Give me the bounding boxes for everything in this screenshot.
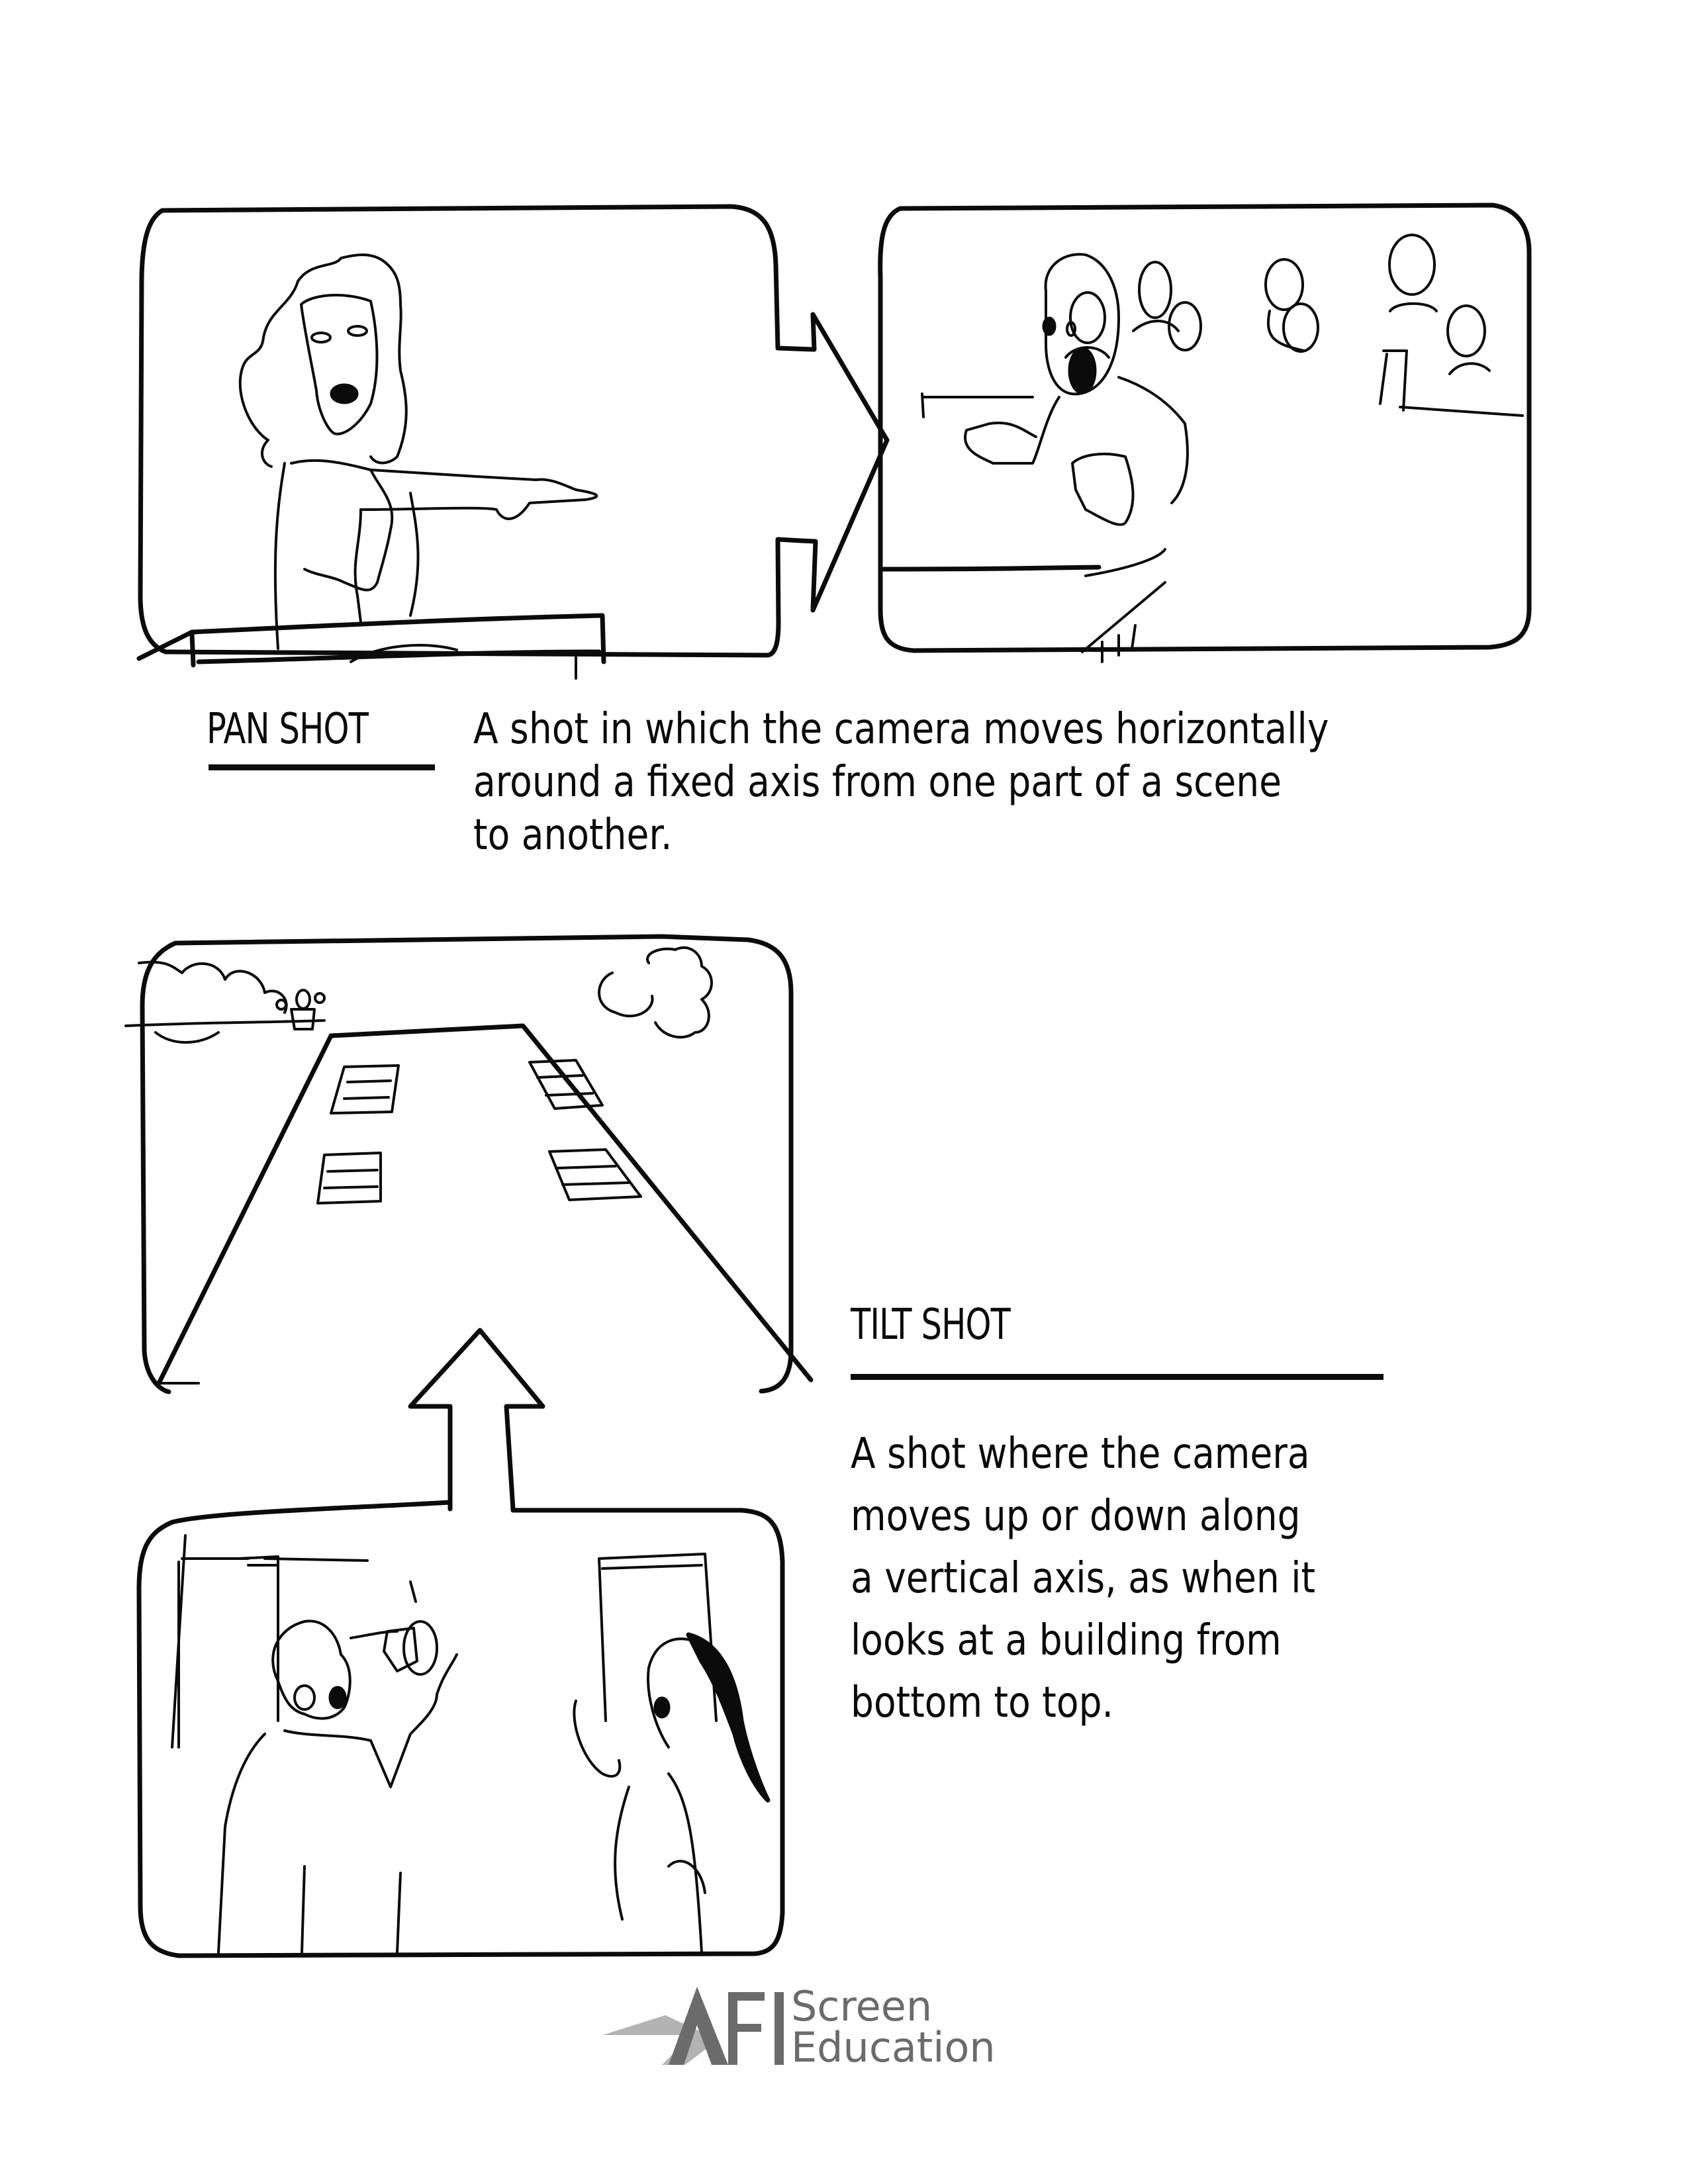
tilt-bottom-panel-frame <box>136 1500 785 1958</box>
tilt-definition-line-5: bottom to top. <box>851 1678 1113 1727</box>
pan-panel-1-frame <box>138 204 890 658</box>
tilt-definition-line-2: moves up or down along <box>851 1492 1301 1541</box>
pan-shot-term: PAN SHOT <box>207 705 369 754</box>
pan-shot-definition: A shot in which the camera moves horizon… <box>473 703 1329 862</box>
up-arrow-icon <box>408 1328 545 1512</box>
pan-panel-2-frame <box>878 203 1532 653</box>
tilt-definition-line-1: A shot where the camera <box>851 1430 1310 1479</box>
pan-shot-underline <box>209 764 435 770</box>
logo-line-education: Education <box>791 2023 996 2071</box>
tilt-top-panel-frame <box>140 934 794 1394</box>
afi-star-icon <box>602 1987 784 2065</box>
tilt-definition-line-4: looks at a building from <box>851 1616 1282 1665</box>
building-drawing <box>124 946 814 1386</box>
startled-man-drawing <box>881 234 1524 663</box>
pan-definition-line-1: A shot in which the camera moves horizon… <box>473 705 1329 754</box>
alarmed-couple-drawing <box>171 1534 771 1954</box>
afi-logo: AFI Screen Education <box>599 1979 1062 2071</box>
woman-pointing-drawing <box>136 253 606 680</box>
tilt-shot-definition: A shot where the camera moves up or down… <box>851 1423 1315 1734</box>
tilt-definition-line-3: a vertical axis, as when it <box>851 1554 1316 1603</box>
tilt-shot-term: TILT SHOT <box>851 1300 1011 1349</box>
logo-line-screen: Screen <box>791 1982 933 2030</box>
pan-definition-line-3: to another. <box>473 811 673 860</box>
tilt-shot-underline <box>851 1374 1383 1380</box>
pan-definition-line-2: around a fixed axis from one part of a s… <box>473 758 1282 807</box>
